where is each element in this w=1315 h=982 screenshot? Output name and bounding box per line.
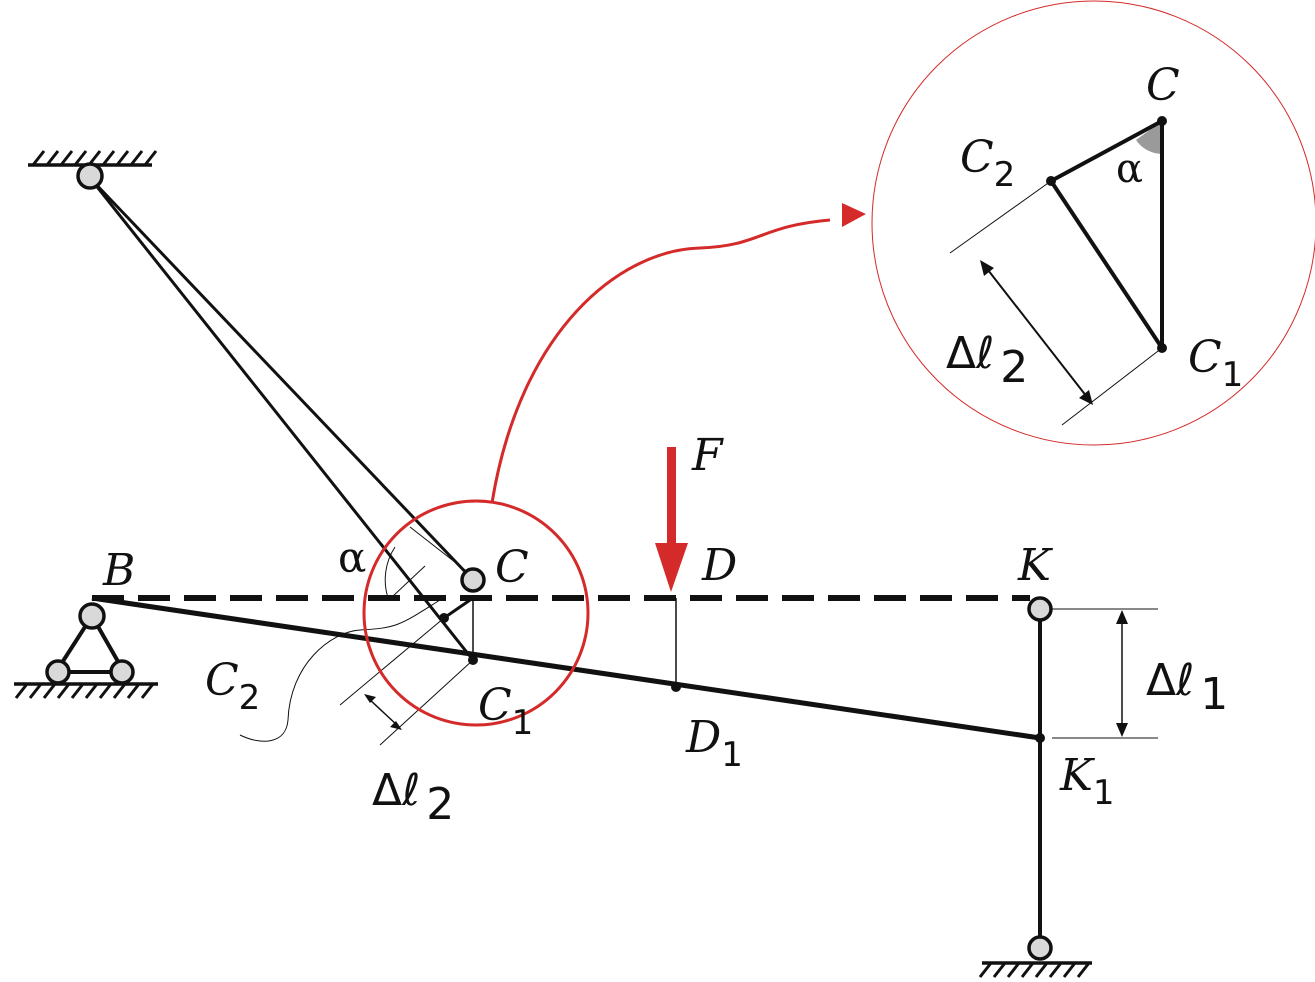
point-C1 [468, 655, 478, 665]
zoom-point-C1 [1157, 343, 1167, 353]
label-alpha: α [338, 533, 366, 582]
label-C2: C2 [205, 655, 260, 718]
label-K1: K1 [1059, 750, 1115, 813]
left-pin-support [14, 612, 158, 699]
zoom-circle [871, 0, 1315, 446]
label-F: F [691, 430, 724, 481]
hinge-B [78, 602, 106, 630]
dl1-dimension [1052, 608, 1158, 739]
dl2-dimension-arrow [364, 694, 402, 730]
zoom-label-C2: C2 [960, 132, 1015, 195]
magnifier-arrowhead [842, 203, 866, 227]
label-B: B [102, 545, 135, 596]
bottom-right-ground-support [978, 961, 1092, 978]
support-roller-left [45, 659, 71, 685]
label-D: D [701, 540, 737, 591]
construction-lines [239, 526, 474, 746]
label-C: C [495, 542, 529, 593]
hinge-bottom [1027, 935, 1053, 961]
label-K: K [1017, 540, 1053, 591]
zoom-angle-fill [1136, 121, 1162, 154]
zoom-label-alpha: α [1116, 146, 1143, 192]
link-C-C2 [443, 596, 474, 620]
beam-deflected [91, 595, 1041, 741]
hinge-K [1027, 596, 1053, 622]
zoom-label-C1: C1 [1188, 332, 1243, 395]
force-F-arrow [655, 447, 688, 592]
zoom-label-C: C [1146, 60, 1180, 111]
zoom-point-C [1157, 116, 1167, 126]
magnifier-circle [362, 499, 590, 727]
point-D1 [671, 682, 681, 692]
label-D1: D1 [685, 712, 743, 775]
support-roller-right [109, 659, 135, 685]
magnifier-connector [490, 218, 831, 504]
zoom-detail [949, 116, 1167, 426]
hinge-C [460, 567, 486, 593]
point-C2 [439, 613, 449, 623]
inclined-rod [88, 176, 475, 661]
point-K1 [1035, 733, 1045, 743]
label-C1: C1 [478, 680, 533, 743]
zoom-point-C2 [1046, 176, 1056, 186]
hinge-top-left [76, 162, 104, 190]
